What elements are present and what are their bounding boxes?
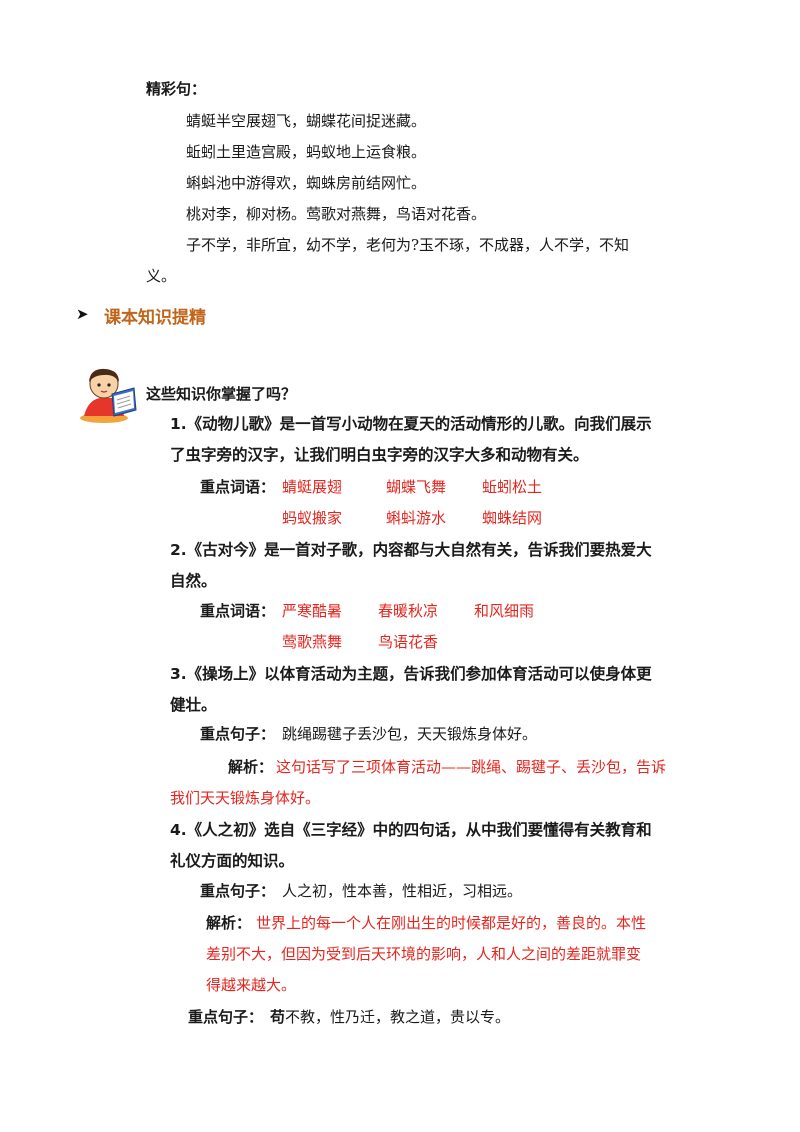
item4-analysis-label: 解析：: [206, 914, 252, 932]
item1-keyword-label: 重点词语：: [200, 478, 276, 496]
keyword: 蚂蚁搬家: [282, 509, 343, 527]
keyword: 春暖秋凉: [378, 602, 439, 620]
item3-analysis: 这句话写了三项体育活动——跳绳、踢毽子、丢沙包，告诉: [276, 758, 667, 776]
highlights-heading: 精彩句：: [146, 80, 207, 98]
section-title: 课本知识提精: [104, 308, 206, 328]
item3-line: 健壮。: [170, 696, 217, 714]
item4-line: 礼仪方面的知识。: [170, 852, 295, 870]
section-arrow-icon: ➤: [76, 305, 89, 323]
highlight-line: 子不学，非所宜，幼不学，老何为?玉不琢，不成器，人不学，不知: [186, 236, 630, 254]
item2-keyword-label: 重点词语：: [200, 602, 276, 620]
keyword: 蜻蜓展翅: [282, 478, 343, 496]
highlight-line: 蚯蚓土里造宫殿，蚂蚁地上运食粮。: [186, 143, 427, 161]
item2-line: 2.《古对今》是一首对子歌，内容都与大自然有关，告诉我们要热爱大: [170, 541, 652, 559]
keyword: 蚯蚓松土: [482, 478, 543, 496]
item1-line: 了虫字旁的汉字，让我们明白虫字旁的汉字大多和动物有关。: [170, 446, 589, 464]
item3-sentence-label: 重点句子：: [200, 725, 276, 743]
item3-analysis-label: 解析：: [228, 758, 274, 776]
item4-analysis: 得越来越大。: [206, 976, 297, 994]
item4-line: 4.《人之初》选自《三字经》中的四句话，从中我们要懂得有关教育和: [170, 821, 652, 839]
item2-line: 自然。: [170, 572, 217, 590]
keyword: 蝴蝶飞舞: [386, 478, 447, 496]
item4-analysis: 世界上的每一个人在刚出生的时候都是好的，善良的。本性: [256, 914, 647, 932]
keyword: 严寒酷暑: [282, 602, 343, 620]
keyword: 蝌蚪游水: [386, 509, 447, 527]
item3-line: 3.《操场上》以体育活动为主题，告诉我们参加体育活动可以使身体更: [170, 665, 652, 683]
item4-sentence2-bold: 苟: [270, 1008, 286, 1026]
question-heading: 这些知识你掌握了吗？: [146, 385, 297, 403]
keyword: 鸟语花香: [378, 633, 439, 651]
item1-line: 1.《动物儿歌》是一首写小动物在夏天的活动情形的儿歌。向我们展示: [170, 415, 652, 433]
item4-sentence2-rest: 不教，性乃迁，教之道，贵以专。: [285, 1008, 511, 1026]
keyword: 莺歌燕舞: [282, 633, 343, 651]
item4-analysis: 差别不大，但因为受到后天环境的影响，人和人之间的差距就罪变: [206, 945, 642, 963]
keyword: 和风细雨: [474, 602, 535, 620]
highlight-line: 蜻蜓半空展翅飞，蝴蝶花间捉迷藏。: [186, 112, 427, 130]
item4-sentence: 人之初，性本善，性相近，习相远。: [282, 882, 523, 900]
item4-sentence-label: 重点句子：: [200, 882, 276, 900]
item3-analysis: 我们天天锻炼身体好。: [170, 789, 321, 807]
item3-sentence: 跳绳踢毽子丢沙包，天天锻炼身体好。: [282, 725, 538, 743]
item4-sentence2-label: 重点句子：: [188, 1008, 264, 1026]
item4-sentence2: 苟不教，性乃迁，教之道，贵以专。: [270, 1006, 510, 1027]
keyword: 蜘蛛结网: [482, 509, 543, 527]
highlight-line: 蝌蚪池中游得欢，蜘蛛房前结网忙。: [186, 174, 427, 192]
highlight-line: 桃对李，柳对杨。莺歌对燕舞，鸟语对花香。: [186, 205, 487, 223]
highlight-line: 义。: [146, 267, 177, 285]
boy-reading-illustration: [74, 364, 142, 424]
